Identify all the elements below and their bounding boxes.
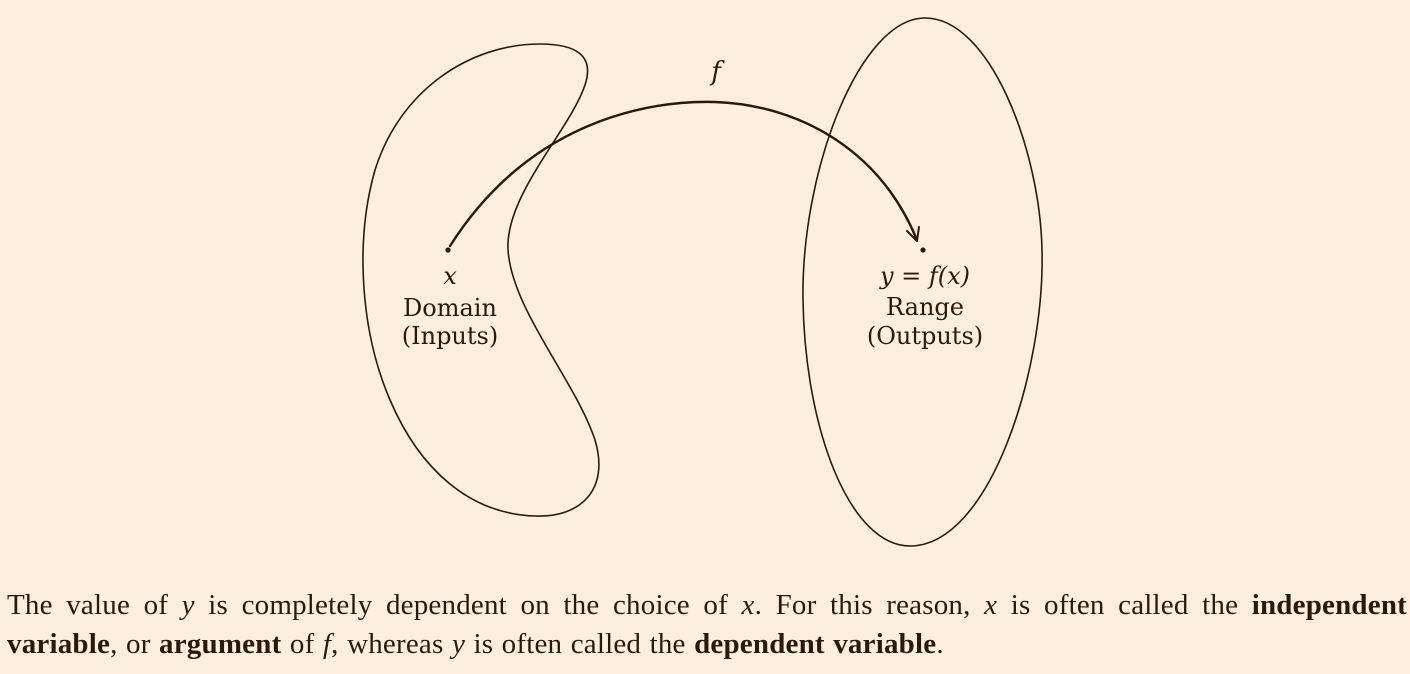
- arrow-label: f: [709, 57, 725, 87]
- caption-text: is often called the: [997, 589, 1252, 621]
- domain-point-label: x: [443, 262, 457, 290]
- function-mapping-diagram: f x Domain (Inputs) y = f(x) Range (Outp…: [362, 17, 1043, 547]
- range-subtitle: (Outputs): [867, 322, 983, 350]
- caption-text: of: [281, 628, 323, 660]
- range-point-label: y = f(x): [879, 262, 970, 290]
- caption-text: The value of: [7, 589, 182, 621]
- caption-variable-x: x: [984, 589, 998, 621]
- domain-title: Domain: [403, 294, 497, 322]
- range-set-outline: [802, 17, 1043, 547]
- term-independent-variable: independent variable: [7, 589, 1408, 660]
- term-argument: argument: [159, 628, 282, 660]
- caption-text: is often called the: [465, 628, 695, 660]
- caption-text: is completely dependent on the choice of: [194, 589, 742, 621]
- range-title: Range: [886, 293, 964, 321]
- caption-variable-x: x: [741, 589, 755, 621]
- caption-text: . For this reason,: [754, 589, 985, 621]
- caption-variable-y: y: [181, 589, 195, 621]
- term-dependent-variable: dependent variable: [694, 628, 937, 660]
- range-point: [920, 247, 926, 253]
- caption-variable-y: y: [451, 628, 466, 660]
- arrow-head: [906, 226, 920, 242]
- domain-subtitle: (Inputs): [402, 322, 498, 350]
- caption-paragraph: The value of y is completely dependent o…: [7, 586, 1407, 664]
- domain-set-outline: [362, 43, 600, 517]
- caption-text: , whereas: [331, 628, 452, 660]
- caption-variable-f: f: [322, 628, 332, 660]
- domain-point: [445, 247, 451, 253]
- caption-text: , or: [110, 628, 160, 660]
- caption-text: .: [936, 628, 944, 660]
- mapping-arrow: [448, 100, 919, 248]
